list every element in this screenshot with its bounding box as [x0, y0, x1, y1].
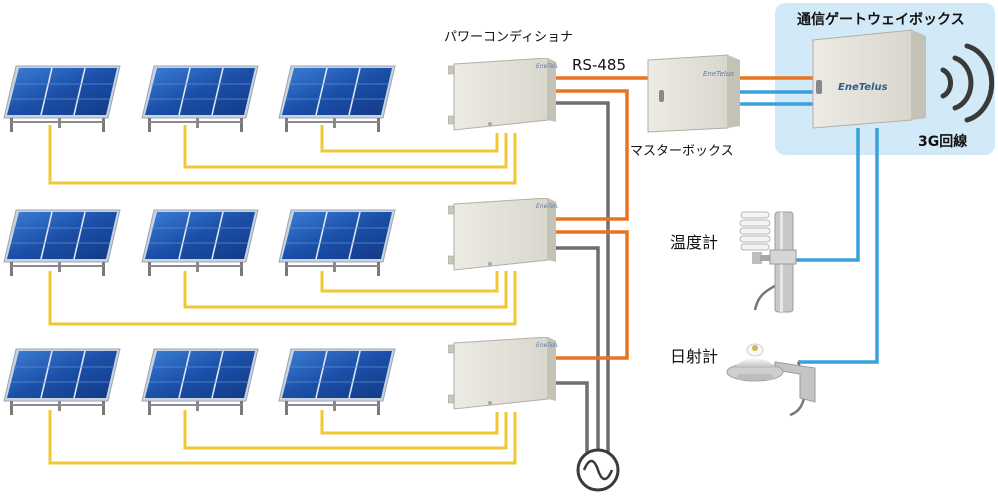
- ac-grid-icon: [576, 448, 620, 492]
- signal-wiring: [737, 90, 879, 364]
- solar-panel-icon: [141, 209, 259, 277]
- master-box: EneTelus: [647, 54, 740, 133]
- rs485-label: RS-485: [572, 56, 626, 74]
- power-conditioner-label: パワーコンディショナ: [444, 29, 573, 45]
- rs485-wiring: [555, 76, 813, 360]
- pyranometer-label: 日射計: [670, 347, 718, 366]
- thermometer-label: 温度計: [670, 233, 718, 252]
- solar-panel-icon: [3, 348, 121, 416]
- 3g-line-label: 3G回線: [918, 133, 967, 150]
- solar-panel-icon: [278, 209, 396, 277]
- solar-panel-icon: [3, 209, 121, 277]
- gateway-box-logo: EneTelus: [838, 82, 888, 93]
- pyranometer-sensor-icon: [726, 343, 816, 417]
- master-box-logo: EneTelus: [703, 70, 734, 78]
- gateway-box: EneTelus: [812, 29, 926, 129]
- gateway-box-label: 通信ゲートウェイボックス: [797, 11, 965, 28]
- master-box-label: マスターボックス: [630, 144, 734, 159]
- solar-panel-icon: [141, 65, 259, 133]
- inverter-icon: [448, 58, 558, 131]
- pv-wiring: [48, 125, 517, 465]
- solar-array: [3, 65, 396, 416]
- inverter-icon: [448, 198, 558, 271]
- thermometer-sensor-icon: [739, 211, 797, 313]
- solar-panel-icon: [278, 348, 396, 416]
- solar-panel-icon: [141, 348, 259, 416]
- wireless-signal-icon: [940, 43, 995, 123]
- power-conditioners: [448, 58, 558, 410]
- solar-panel-icon: [3, 65, 121, 133]
- ac-wiring: [555, 101, 610, 455]
- inverter-icon: [448, 337, 558, 410]
- solar-panel-icon: [278, 65, 396, 133]
